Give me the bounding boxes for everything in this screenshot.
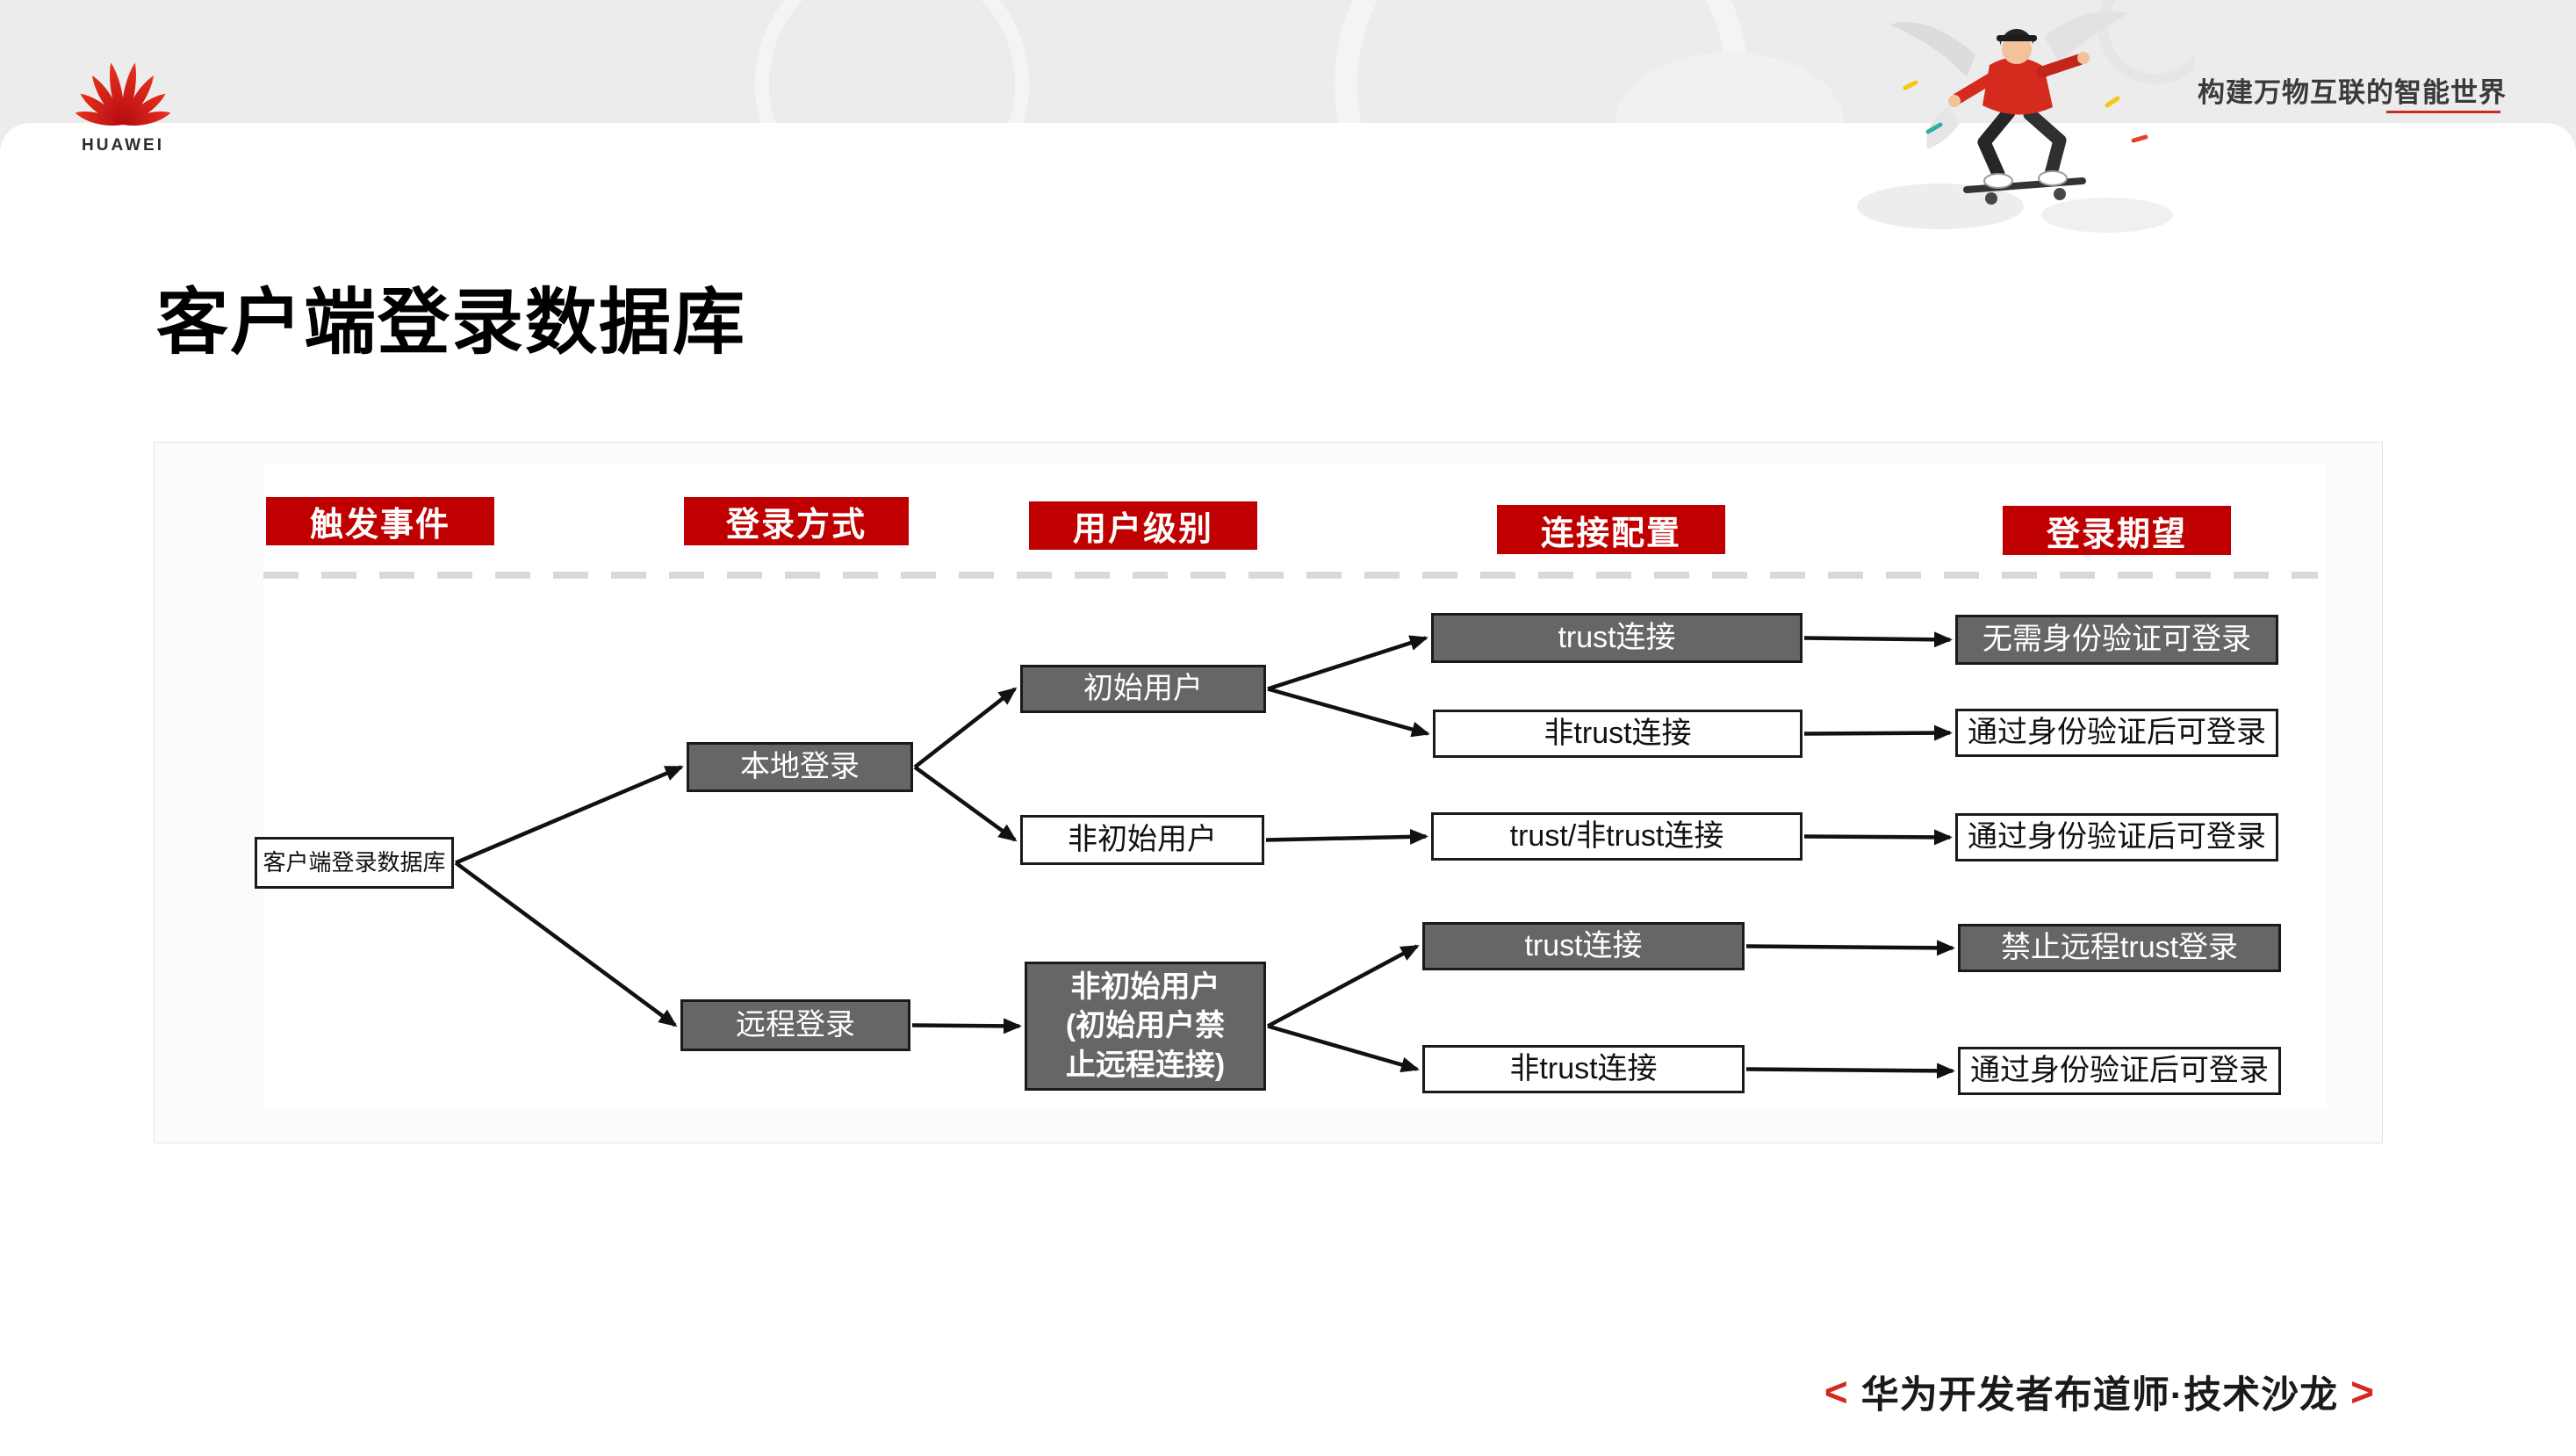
dashed-separator	[263, 572, 2318, 579]
huawei-logo: HUAWEI	[70, 54, 176, 155]
skater-illustration	[1857, 0, 2195, 233]
footer-right-bracket-icon: >	[2350, 1369, 2375, 1415]
flow-node-init-user: 初始用户	[1020, 665, 1266, 713]
flow-node-remote-users: 非初始用户 (初始用户禁 止远程连接)	[1025, 962, 1266, 1091]
footer-left-bracket-icon: <	[1824, 1369, 1849, 1415]
column-header-1: 登录方式	[684, 497, 909, 545]
flow-node-local: 本地登录	[687, 742, 913, 792]
flow-node-auth-login-3: 通过身份验证后可登录	[1958, 1047, 2281, 1095]
tagline-underline	[2386, 111, 2500, 113]
flow-node-non-trust-conn-2: 非trust连接	[1422, 1045, 1745, 1093]
flow-node-non-trust-conn: 非trust连接	[1433, 710, 1802, 758]
flow-node-auth-login-2: 通过身份验证后可登录	[1955, 813, 2278, 861]
flow-node-both-conn: trust/非trust连接	[1431, 812, 1802, 861]
flow-node-trust-conn: trust连接	[1431, 613, 1802, 663]
flow-node-root: 客户端登录数据库	[255, 837, 454, 889]
huawei-flower-icon	[75, 62, 171, 126]
footer-text: 华为开发者布道师·技术沙龙	[1860, 1374, 2339, 1416]
flow-node-forbid-remote-trust: 禁止远程trust登录	[1958, 924, 2281, 972]
footer-banner: < 华为开发者布道师·技术沙龙 >	[1824, 1365, 2375, 1419]
flow-node-no-auth-login: 无需身份验证可登录	[1955, 615, 2278, 665]
diagram-canvas	[263, 464, 2327, 1110]
column-header-2: 用户级别	[1029, 501, 1257, 550]
tagline: 构建万物互联的智能世界	[2198, 77, 2507, 108]
column-header-4: 登录期望	[2003, 506, 2231, 555]
flow-node-trust-conn-2: trust连接	[1422, 922, 1745, 970]
column-header-3: 连接配置	[1497, 505, 1725, 554]
flow-node-auth-login-1: 通过身份验证后可登录	[1955, 709, 2278, 757]
column-header-0: 触发事件	[266, 497, 494, 545]
flow-node-non-init-user: 非初始用户	[1020, 815, 1264, 865]
flow-node-remote: 远程登录	[680, 999, 910, 1051]
huawei-logo-text: HUAWEI	[82, 136, 164, 155]
page-title: 客户端登录数据库	[156, 283, 747, 363]
